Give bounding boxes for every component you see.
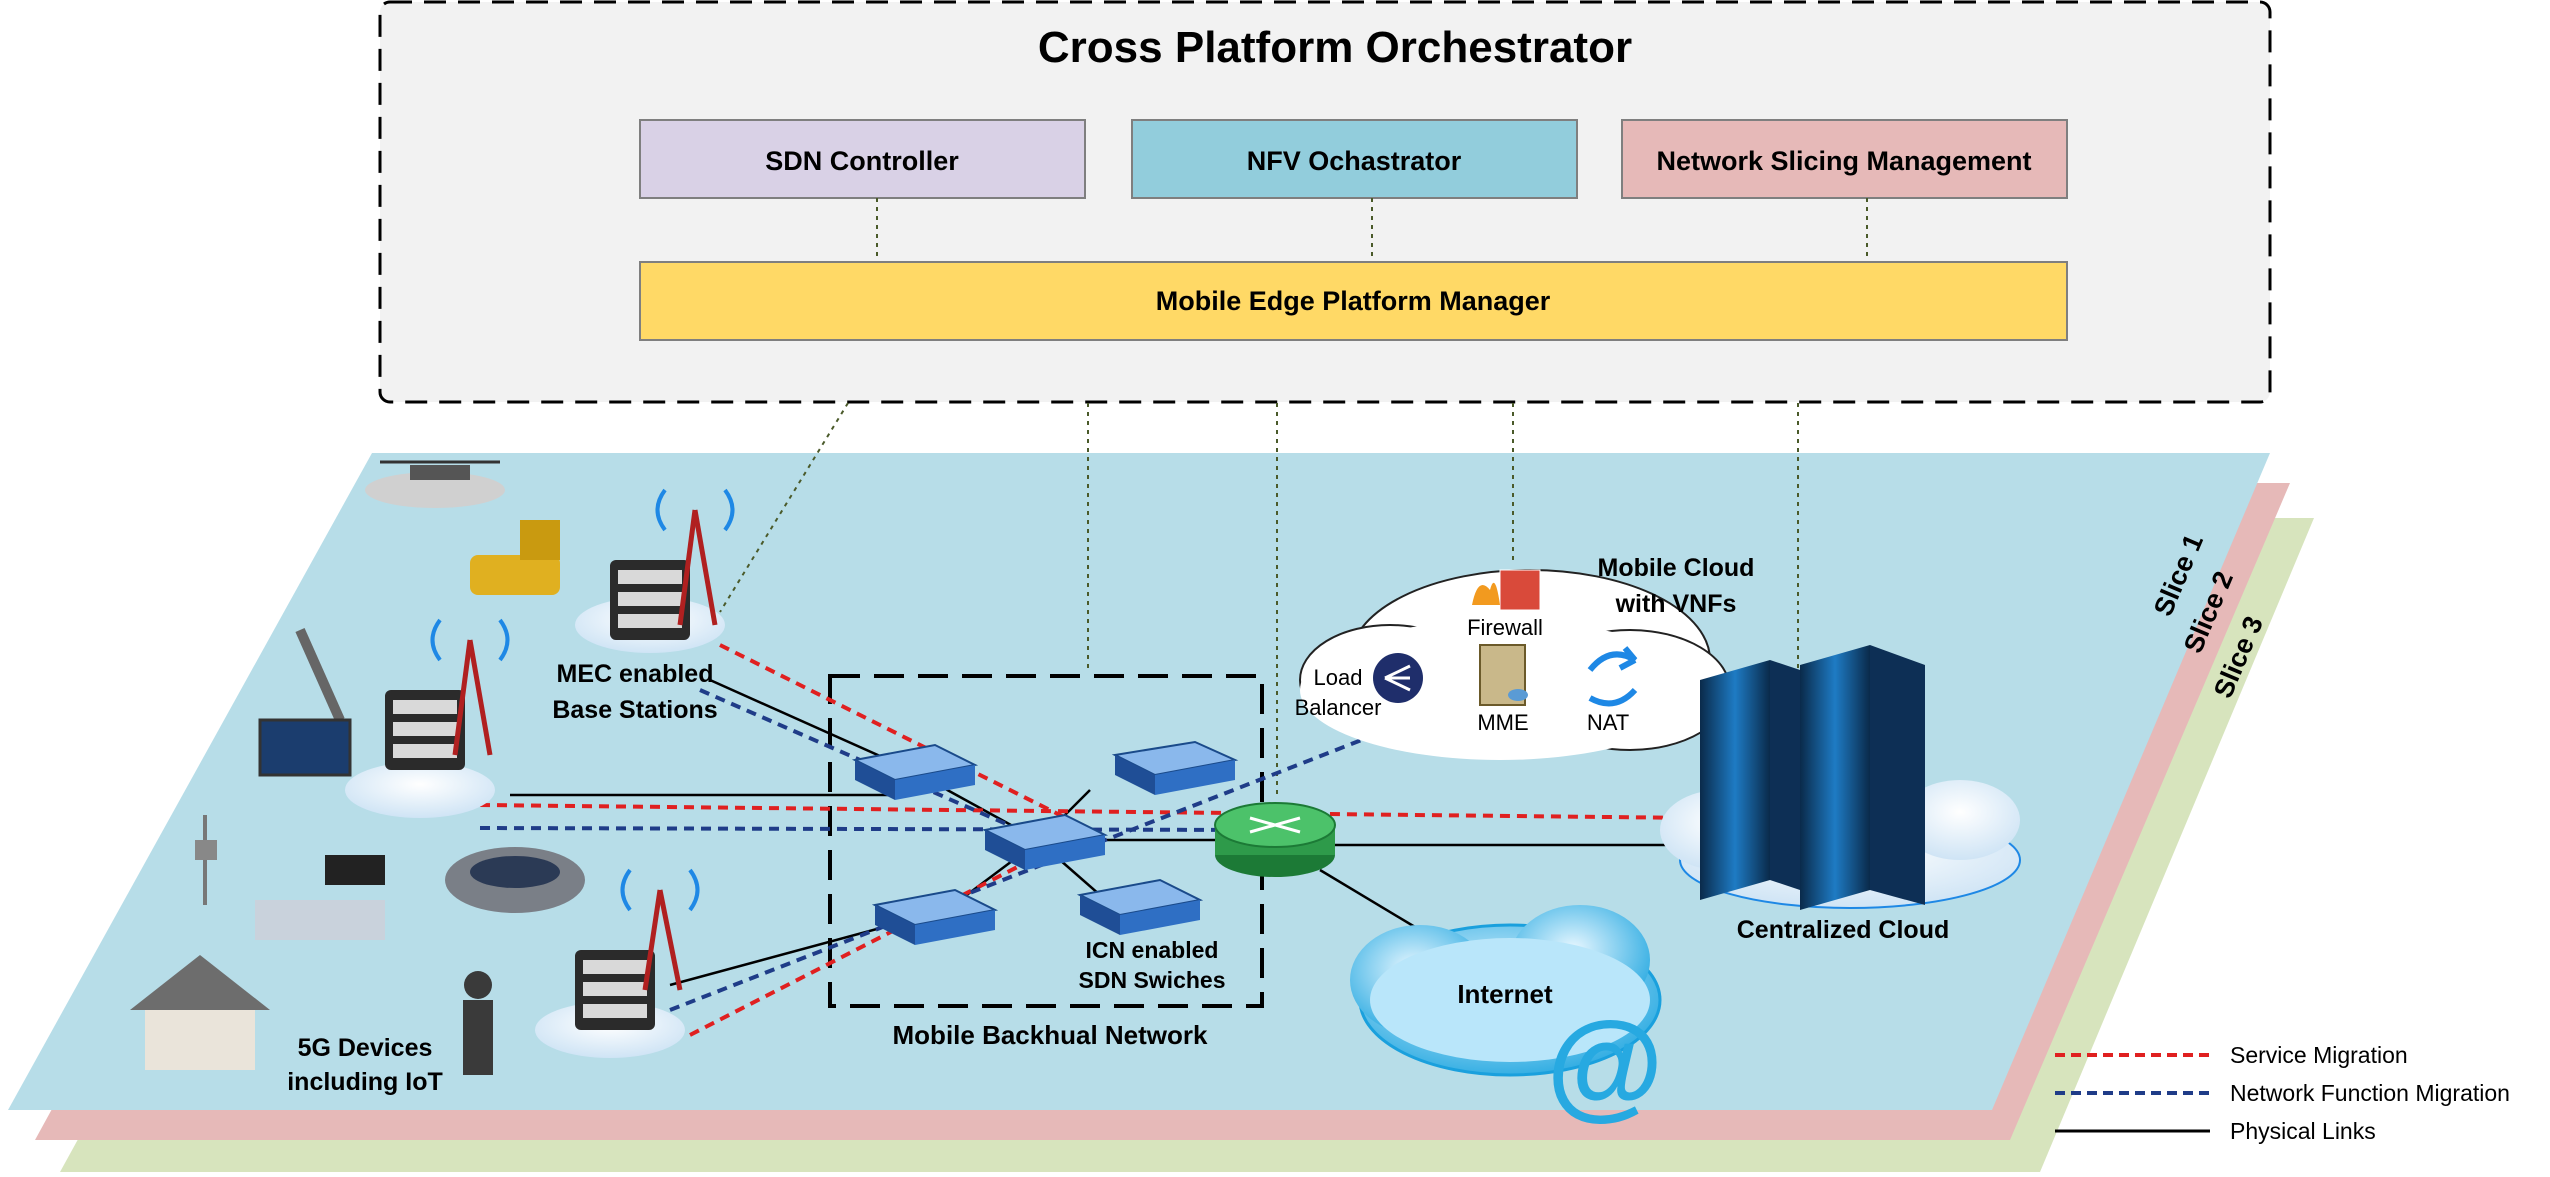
router-icon xyxy=(1214,802,1336,877)
load-balancer-icon xyxy=(1373,653,1423,703)
legend-function-migration-label: Network Function Migration xyxy=(2230,1080,2510,1106)
devices-label-line2: including IoT xyxy=(287,1068,443,1096)
mec-label-line2: Base Stations xyxy=(552,696,717,724)
mec-base-station-2 xyxy=(345,618,510,818)
orchestrator-downlinks xyxy=(719,402,1799,795)
firewall-icon xyxy=(1472,569,1541,611)
robot-arm-icon xyxy=(295,627,345,723)
platform-manager-box xyxy=(639,261,2068,341)
sdn-switch-5 xyxy=(1076,878,1204,935)
service-migration-links xyxy=(479,643,1701,1037)
platform-manager-label: Mobile Edge Platform Manager xyxy=(1156,286,1551,316)
sdn-controller-label: SDN Controller xyxy=(765,146,959,176)
mobile-cloud-label-line2: with VNFs xyxy=(1615,590,1737,618)
at-symbol-icon: @ xyxy=(1546,997,1663,1131)
nat-label: NAT xyxy=(1587,710,1629,735)
sdn-switch-2 xyxy=(1111,740,1239,795)
mme-server-icon xyxy=(1479,644,1528,706)
mec-base-station-3 xyxy=(535,868,700,1058)
person-icon xyxy=(463,971,493,1075)
orchestrator-title: Cross Platform Orchestrator xyxy=(1038,23,1632,72)
sdn-switch-1 xyxy=(851,743,979,800)
sdn-switch-3 xyxy=(981,813,1109,870)
firewall-label: Firewall xyxy=(1467,615,1543,640)
icn-label-line2: SDN Swiches xyxy=(1079,967,1226,993)
network-slicing-box xyxy=(1621,119,2068,199)
legend-service-migration-label: Service Migration xyxy=(2230,1042,2408,1068)
internet-label: Internet xyxy=(1457,979,1553,1009)
drone-icon xyxy=(365,460,505,508)
centralized-cloud-label: Centralized Cloud xyxy=(1737,916,1950,944)
legend-physical-links-label: Physical Links xyxy=(2230,1118,2376,1144)
mobile-cloud-label-line1: Mobile Cloud xyxy=(1598,554,1755,582)
legend: Service Migration Network Function Migra… xyxy=(2055,1042,2510,1144)
network-slicing-label: Network Slicing Management xyxy=(1656,146,2031,176)
backhaul-label: Mobile Backhual Network xyxy=(893,1020,1208,1050)
smart-home-icon xyxy=(130,955,270,1070)
internet-cloud xyxy=(1350,905,1662,1077)
controller-connectors xyxy=(876,198,1868,262)
server-rack-icon xyxy=(1700,645,1925,910)
car-icon xyxy=(445,847,585,913)
medical-device-icon xyxy=(255,855,385,940)
sdn-switch-4 xyxy=(871,888,999,945)
nfv-orchestrator-label: NFV Ochastrator xyxy=(1247,146,1462,176)
nat-icon xyxy=(1587,646,1638,707)
weather-station-icon xyxy=(195,815,217,905)
mec-label-line1: MEC enabled xyxy=(557,660,714,688)
icn-label-line1: ICN enabled xyxy=(1086,937,1219,963)
devices-label-line1: 5G Devices xyxy=(298,1034,433,1062)
load-balancer-label-line1: Load xyxy=(1314,665,1363,690)
load-balancer-label-line2: Balancer xyxy=(1295,695,1382,720)
mec-base-station-1 xyxy=(575,488,735,653)
nfv-orchestrator-box xyxy=(1131,119,1578,199)
industrial-robot-icon xyxy=(470,520,560,595)
mme-label: MME xyxy=(1477,710,1528,735)
sdn-controller-box xyxy=(639,119,1086,199)
workstation-icon xyxy=(258,718,352,777)
